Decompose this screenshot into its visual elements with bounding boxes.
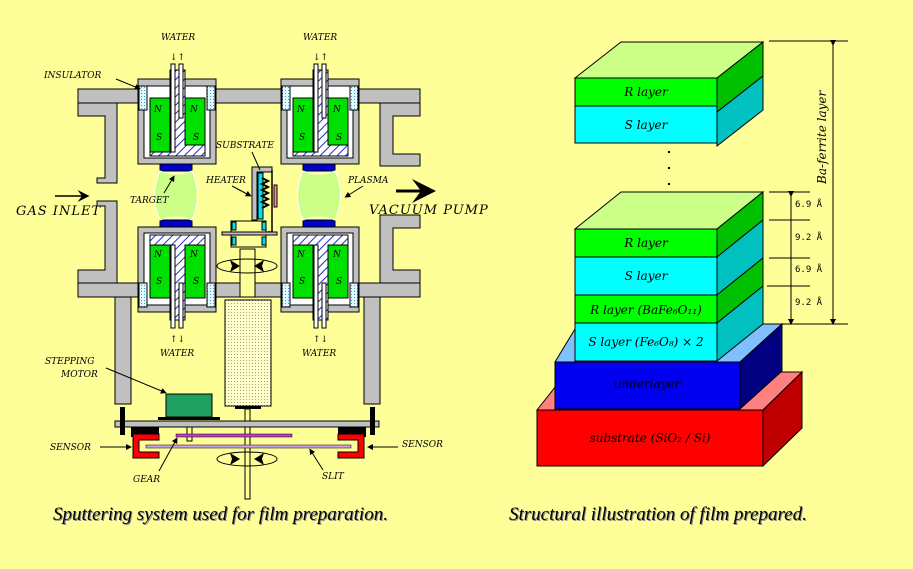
water-label-top-right: WATER xyxy=(303,33,337,43)
gear xyxy=(175,433,293,438)
dimension-label: 6.9 Å xyxy=(795,198,823,210)
target-label: TARGET xyxy=(130,196,170,206)
pole-s: S xyxy=(336,277,342,287)
left-figure-caption: Sputtering system used for film preparat… xyxy=(53,504,388,525)
stepping-motor xyxy=(165,393,213,418)
water-label-top-left: WATER xyxy=(161,33,195,43)
stepping-motor-label-line1: STEPPING xyxy=(45,357,94,367)
pole-s: S xyxy=(336,133,342,143)
pole-n: N xyxy=(296,250,306,260)
water-flow-arrows: ↓↑ xyxy=(313,53,328,63)
slit-disc xyxy=(145,444,352,449)
substrate-layer-label: substrate (SiO₂ / Si) xyxy=(590,431,711,445)
ba-ferrite-span-label: Ba-ferrite layer xyxy=(815,90,829,185)
plasma-left xyxy=(154,170,198,221)
layer-s-fe xyxy=(574,322,718,362)
layer-s xyxy=(574,256,718,296)
cathode-top-right: N N S S xyxy=(280,63,360,172)
stepping-motor-label-line2: MOTOR xyxy=(60,370,98,380)
plasma-label: PLASMA xyxy=(347,176,389,186)
insulator-label: INSULATOR xyxy=(43,71,102,81)
sensor-left-label: SENSOR xyxy=(50,443,91,453)
chamber-wall xyxy=(77,88,421,405)
gear-label: GEAR xyxy=(133,475,160,485)
cathode-top-left: N N S S xyxy=(137,63,217,172)
film-structure: R layer S layer substrate (SiO₂ / Si) un… xyxy=(535,40,848,468)
water-flow-arrows: ↑↓ xyxy=(313,335,328,345)
layer-label: R layer xyxy=(623,236,669,250)
base-plate xyxy=(114,420,380,428)
layer-r xyxy=(574,228,718,258)
cathode-bottom-right: N N S S xyxy=(280,219,360,329)
bottom-stack: R layer S layer R layer (BaFe₆O₁₁) S lay… xyxy=(573,190,765,363)
water-flow-arrows: ↓↑ xyxy=(170,53,185,63)
sensor-right xyxy=(337,427,366,459)
rotation-shaft-housing xyxy=(224,299,272,407)
right-figure-caption: Structural illustration of film prepared… xyxy=(509,504,807,525)
layer-r-bafe xyxy=(574,294,718,324)
pole-n: N xyxy=(332,105,342,115)
sputtering-system: N N S S N N S S xyxy=(16,33,489,500)
dimension-label: 9.2 Å xyxy=(795,296,823,308)
dimension-lines xyxy=(767,40,848,325)
layer-label: S layer xyxy=(625,118,669,132)
pole-n: N xyxy=(153,105,163,115)
pole-s: S xyxy=(193,133,199,143)
pole-s: S xyxy=(299,133,305,143)
cathode-bottom-left: N N S S xyxy=(137,219,217,329)
gas-inlet-label: GAS INLET xyxy=(16,204,101,219)
water-label-bottom-left: WATER xyxy=(160,349,194,359)
layer-s-top xyxy=(574,105,718,144)
slit-label: SLIT xyxy=(322,472,345,482)
dimension-label: 9.2 Å xyxy=(795,231,823,243)
pole-s: S xyxy=(156,277,162,287)
substrate-label: SUBSTRATE xyxy=(216,141,274,151)
dimension-label: 6.9 Å xyxy=(795,263,823,275)
pole-s: S xyxy=(299,277,305,287)
heater-label: HEATER xyxy=(205,176,246,186)
pole-n: N xyxy=(153,250,163,260)
substrate-holder xyxy=(216,166,278,298)
plasma-right xyxy=(297,170,341,221)
sensor-right-label: SENSOR xyxy=(402,440,443,450)
top-block: R layer S layer xyxy=(573,40,765,148)
vacuum-pump-label: VACUUM PUMP xyxy=(369,203,489,218)
water-label-bottom-right: WATER xyxy=(302,349,336,359)
pole-n: N xyxy=(296,105,306,115)
layer-r-top xyxy=(574,77,718,107)
underlayer-label: underlayer xyxy=(614,377,682,391)
layer-label: S layer xyxy=(625,269,669,283)
pole-s: S xyxy=(193,277,199,287)
layer-label: R layer (BaFe₆O₁₁) xyxy=(589,303,702,317)
sensor-left xyxy=(131,427,160,459)
pole-n: N xyxy=(189,250,199,260)
pole-n: N xyxy=(332,250,342,260)
layer-label: S layer (Fe₆O₈) × 2 xyxy=(588,335,703,349)
pole-s: S xyxy=(156,133,162,143)
pole-n: N xyxy=(189,105,199,115)
layer-label: R layer xyxy=(623,85,669,99)
water-flow-arrows: ↑↓ xyxy=(170,335,185,345)
